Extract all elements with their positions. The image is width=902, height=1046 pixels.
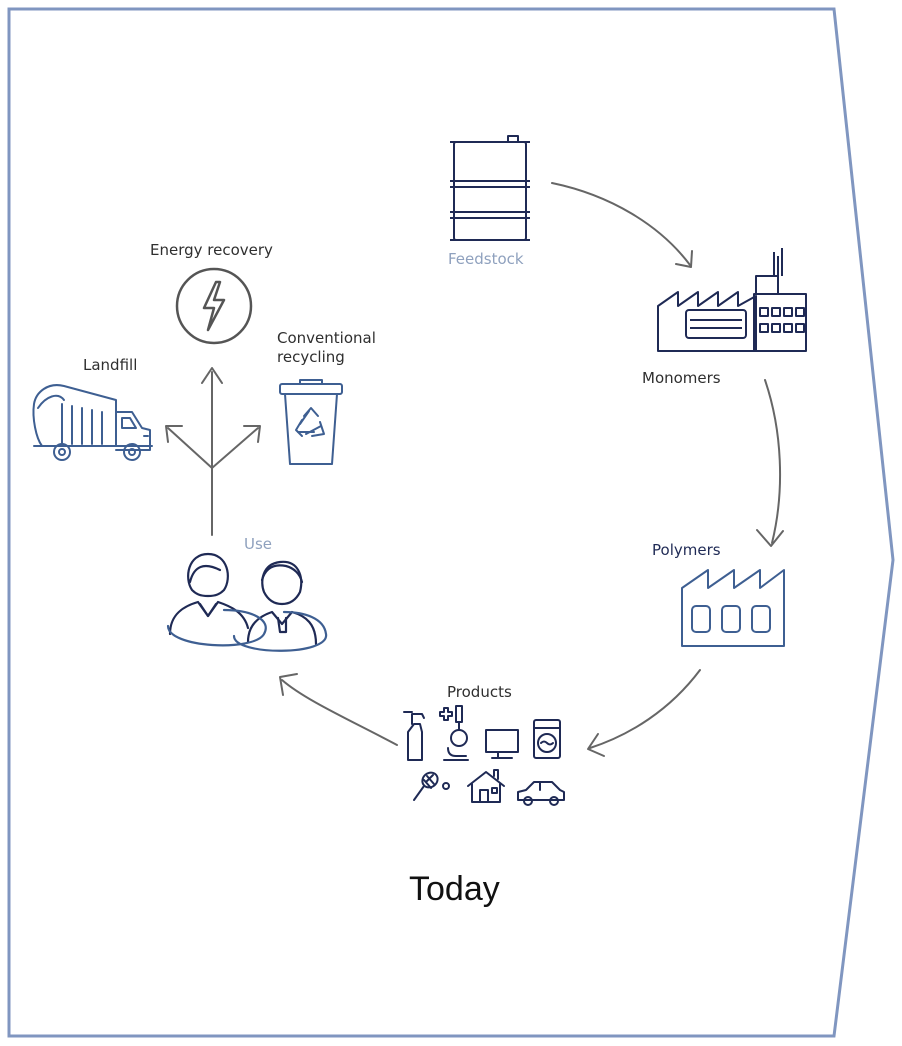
lightning-icon <box>175 267 253 345</box>
people-icon <box>166 552 328 652</box>
arrow-polymers-to-products <box>589 669 701 749</box>
label-monomers: Monomers <box>642 369 721 387</box>
recycling-bin-icon <box>279 379 343 465</box>
washing-machine-icon <box>533 719 561 759</box>
label-polymers: Polymers <box>652 541 721 559</box>
factory-polymers-icon <box>681 569 785 647</box>
label-energy-recovery: Energy recovery <box>150 241 273 259</box>
label-use: Use <box>244 535 273 553</box>
factory-monomers-icon <box>657 248 807 352</box>
tennis-racket-icon <box>413 771 450 801</box>
barrel-icon <box>450 135 530 241</box>
garbage-truck-icon <box>32 384 153 461</box>
microscope-icon <box>439 705 469 761</box>
arrow-products-to-use <box>281 679 398 746</box>
house-icon <box>467 769 505 803</box>
label-feedstock: Feedstock <box>448 250 524 268</box>
label-recycling: recycling <box>277 348 345 366</box>
spray-bottle-icon <box>403 711 425 761</box>
arrow-feedstock-to-monomers <box>551 182 691 266</box>
caption-today: Today <box>409 870 500 908</box>
arrow-monomers-to-polymers <box>764 379 782 544</box>
monitor-icon <box>485 729 519 759</box>
label-landfill: Landfill <box>83 356 138 374</box>
label-conventional: Conventional <box>277 329 376 347</box>
label-products: Products <box>447 683 512 701</box>
car-icon <box>517 781 565 806</box>
products-icons <box>403 705 565 806</box>
